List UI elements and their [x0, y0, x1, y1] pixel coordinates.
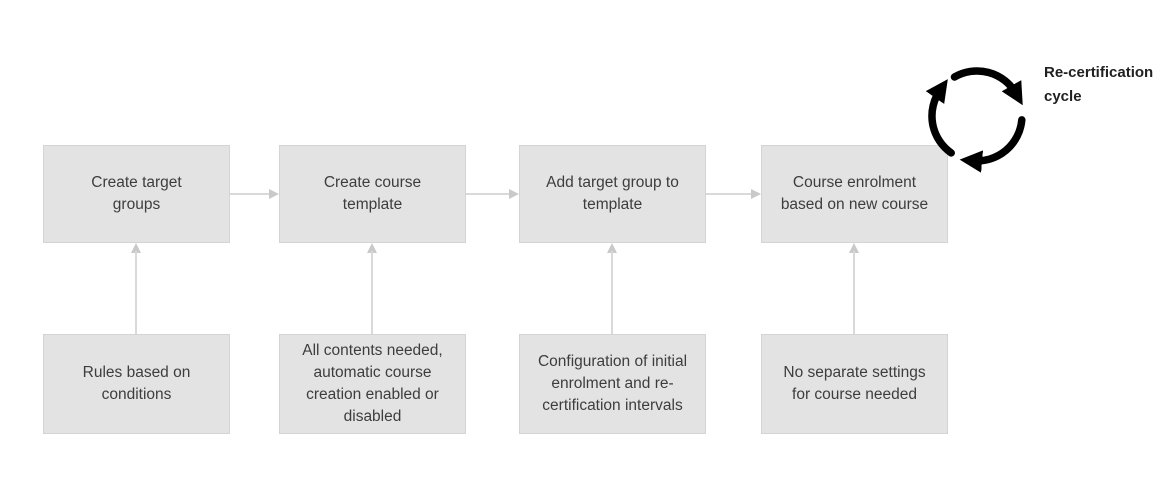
note-rules-based-on-conditions: Rules based on conditions	[43, 334, 230, 434]
flow-step-label: Add target group to template	[546, 174, 679, 213]
arrow-note2-to-step2	[367, 243, 377, 334]
arrow-right-head-icon	[751, 189, 761, 199]
arrow-step3-to-step4	[706, 189, 761, 199]
arrow-note4-to-step4	[849, 243, 859, 334]
arrow-note1-to-step1	[131, 243, 141, 334]
arrow-line	[611, 251, 613, 334]
note-no-separate-settings: No separate settings for course needed	[761, 334, 948, 434]
flow-step-create-target-groups: Create target groups	[43, 145, 230, 243]
arrow-up-head-icon	[367, 243, 377, 253]
note-configuration-intervals: Configuration of initial enrolment and r…	[519, 334, 706, 434]
arrow-note3-to-step3	[607, 243, 617, 334]
arrow-up-head-icon	[607, 243, 617, 253]
arrow-step1-to-step2	[230, 189, 279, 199]
note-all-contents-needed: All contents needed, automatic course cr…	[279, 334, 466, 434]
note-label: Rules based on conditions	[82, 364, 191, 403]
arrow-right-head-icon	[269, 189, 279, 199]
flow-step-label: Course enrolment based on new course	[780, 174, 929, 213]
arrow-step2-to-step3	[466, 189, 519, 199]
flow-step-add-target-group: Add target group to template	[519, 145, 706, 243]
note-label: All contents needed, automatic course cr…	[302, 342, 443, 425]
flow-step-label: Create target groups	[91, 174, 182, 213]
arrow-line	[230, 193, 271, 195]
flow-step-course-enrolment: Course enrolment based on new course	[761, 145, 948, 243]
cycle-arrows-icon	[925, 67, 1026, 173]
note-label: Configuration of initial enrolment and r…	[537, 353, 688, 414]
flow-step-label: Create course template	[323, 174, 422, 213]
arrow-line	[466, 193, 511, 195]
flow-step-create-course-template: Create course template	[279, 145, 466, 243]
arrow-line	[135, 251, 137, 334]
note-label: No separate settings for course needed	[783, 364, 926, 403]
cycle-label: Re-certification cycle	[1044, 64, 1154, 105]
arrow-line	[371, 251, 373, 334]
arrow-right-head-icon	[509, 189, 519, 199]
arrow-up-head-icon	[131, 243, 141, 253]
arrow-line	[706, 193, 753, 195]
arrow-up-head-icon	[849, 243, 859, 253]
arrow-line	[853, 251, 855, 334]
